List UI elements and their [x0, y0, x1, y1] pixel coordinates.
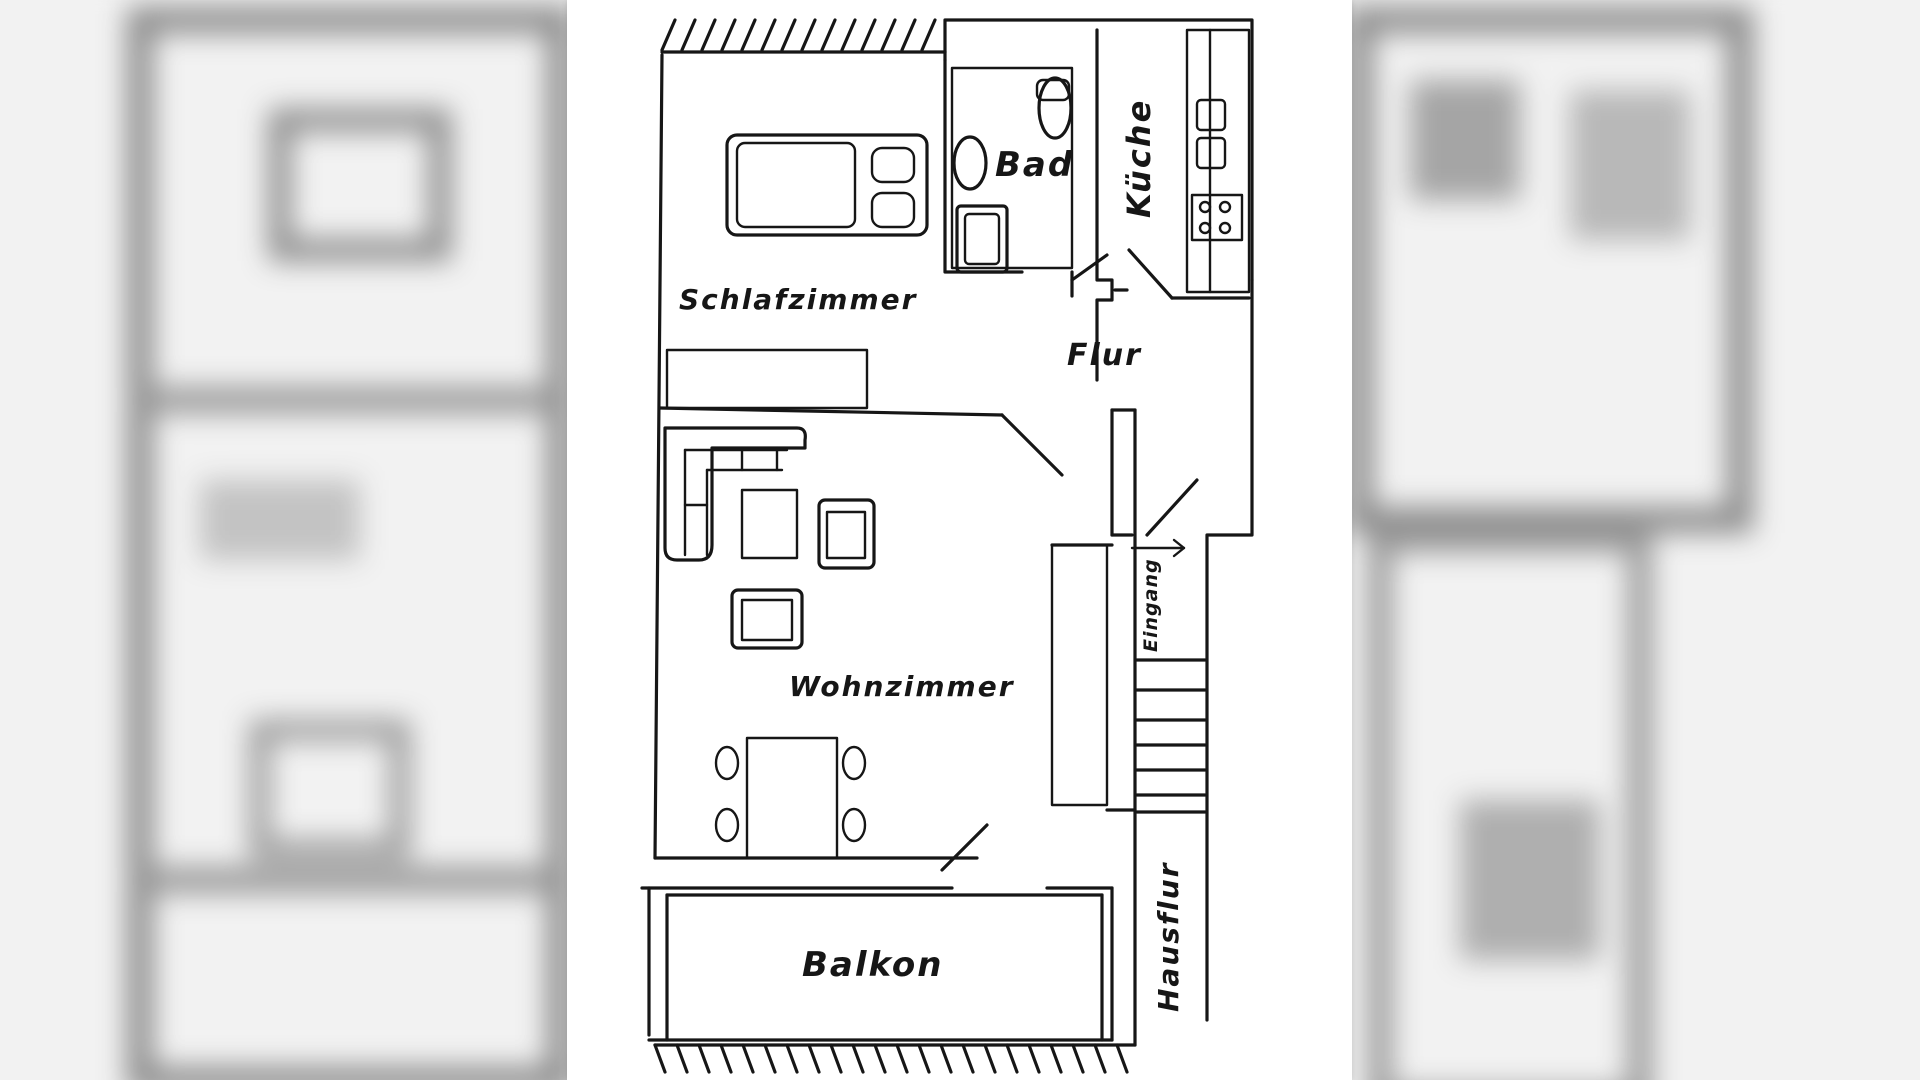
chair-icon — [714, 745, 740, 781]
armchair-icon — [817, 498, 876, 570]
kitchen-sink-icon — [1195, 98, 1227, 132]
sink-icon — [952, 135, 988, 191]
kitchen-counter — [1185, 28, 1251, 294]
entrance-label: Eingang — [1140, 558, 1162, 652]
bedroom-wall — [658, 406, 1004, 417]
left-wall — [653, 53, 664, 860]
room-label-schlafzimmer: Schlafzimmer — [679, 283, 918, 316]
wardrobe — [665, 348, 869, 410]
chair-icon — [841, 807, 867, 843]
top-exterior-wall — [660, 18, 1254, 282]
room-label-balkon: Balkon — [802, 945, 944, 985]
staircase — [1135, 658, 1207, 814]
stove-icon — [1190, 193, 1244, 242]
room-label-wohnzimmer: Wohnzimmer — [789, 670, 1015, 703]
chair-icon — [841, 745, 867, 781]
coffee-table — [740, 488, 799, 560]
bottom-exterior-wall — [653, 1043, 1137, 1074]
room-label-hausflur: Hausflur — [1152, 861, 1185, 1012]
floor-plan-paper: Bad Küche Schlafzimmer Flur Eingang Wohn… — [567, 0, 1352, 1080]
armchair-icon — [730, 588, 804, 650]
blurred-background-right — [1340, 0, 1920, 1080]
room-label-flur: Flur — [1067, 338, 1142, 373]
bed-icon — [725, 133, 929, 237]
toilet-icon — [1037, 76, 1073, 140]
room-label-kueche: Küche — [1120, 98, 1158, 218]
balcony — [647, 886, 1114, 1042]
floor-plan-drawing — [640, 18, 1254, 1074]
sofa-icon — [663, 426, 807, 562]
chair-icon — [714, 807, 740, 843]
bathtub-icon — [955, 204, 1009, 274]
dining-table — [745, 736, 839, 860]
living-cabinet — [1050, 543, 1109, 807]
room-label-bad: Bad — [995, 145, 1075, 185]
blurred-background-left — [0, 0, 580, 1080]
